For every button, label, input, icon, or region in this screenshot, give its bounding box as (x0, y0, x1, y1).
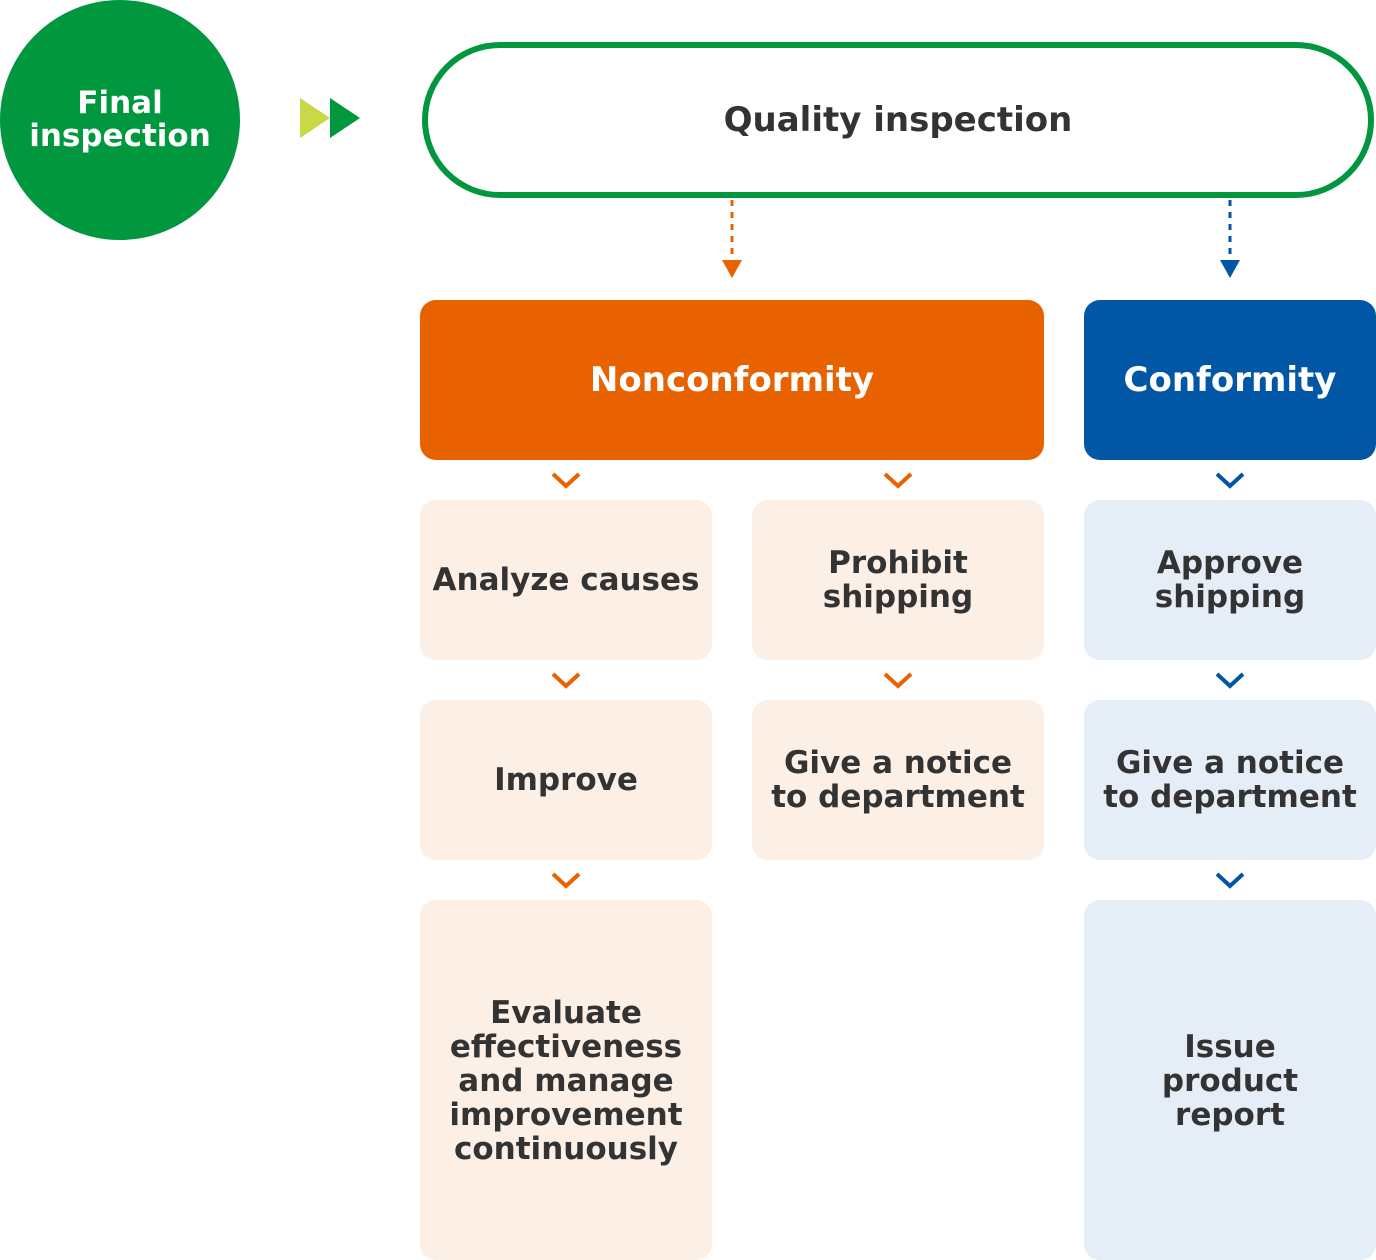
step-label: Prohibit shipping (822, 545, 974, 615)
conformity-label: Conformity (1123, 360, 1337, 400)
nonconformity-header: Nonconformity (420, 300, 1044, 460)
step-label: Improve (494, 762, 638, 798)
step-analyze-causes: Analyze causes (420, 500, 712, 660)
step-label: Approve shipping (1154, 545, 1306, 615)
quality-inspection-label: Quality inspection (723, 100, 1073, 140)
step-give-notice-nonconformity: Give a notice to department (752, 700, 1044, 860)
step-approve-shipping: Approve shipping (1084, 500, 1376, 660)
step-label: Evaluate effectiveness and manage improv… (449, 995, 683, 1167)
step-give-notice-conformity: Give a notice to department (1084, 700, 1376, 860)
step-evaluate-effectiveness: Evaluate effectiveness and manage improv… (420, 900, 712, 1260)
quality-inspection-node: Quality inspection (422, 42, 1374, 198)
final-inspection-label: Final inspection (29, 85, 211, 154)
nonconformity-label: Nonconformity (589, 360, 875, 400)
chevron-down-icon (551, 672, 581, 689)
dotted-down-arrow-icon (1220, 200, 1240, 278)
step-improve: Improve (420, 700, 712, 860)
chevron-down-icon (883, 472, 913, 489)
double-play-arrow-icon (300, 98, 360, 138)
chevron-down-icon (883, 672, 913, 689)
step-label: Give a notice to department (1103, 745, 1357, 815)
chevron-down-icon (1215, 872, 1245, 889)
final-inspection-node: Final inspection (0, 0, 240, 240)
chevron-down-icon (551, 872, 581, 889)
step-label: Give a notice to department (771, 745, 1025, 815)
chevron-down-icon (1215, 672, 1245, 689)
dotted-down-arrow-icon (722, 200, 742, 278)
chevron-down-icon (1215, 472, 1245, 489)
step-issue-product-report: Issue product report (1084, 900, 1376, 1260)
step-label: Issue product report (1161, 1029, 1299, 1133)
conformity-header: Conformity (1084, 300, 1376, 460)
step-prohibit-shipping: Prohibit shipping (752, 500, 1044, 660)
chevron-down-icon (551, 472, 581, 489)
step-label: Analyze causes (432, 562, 700, 598)
